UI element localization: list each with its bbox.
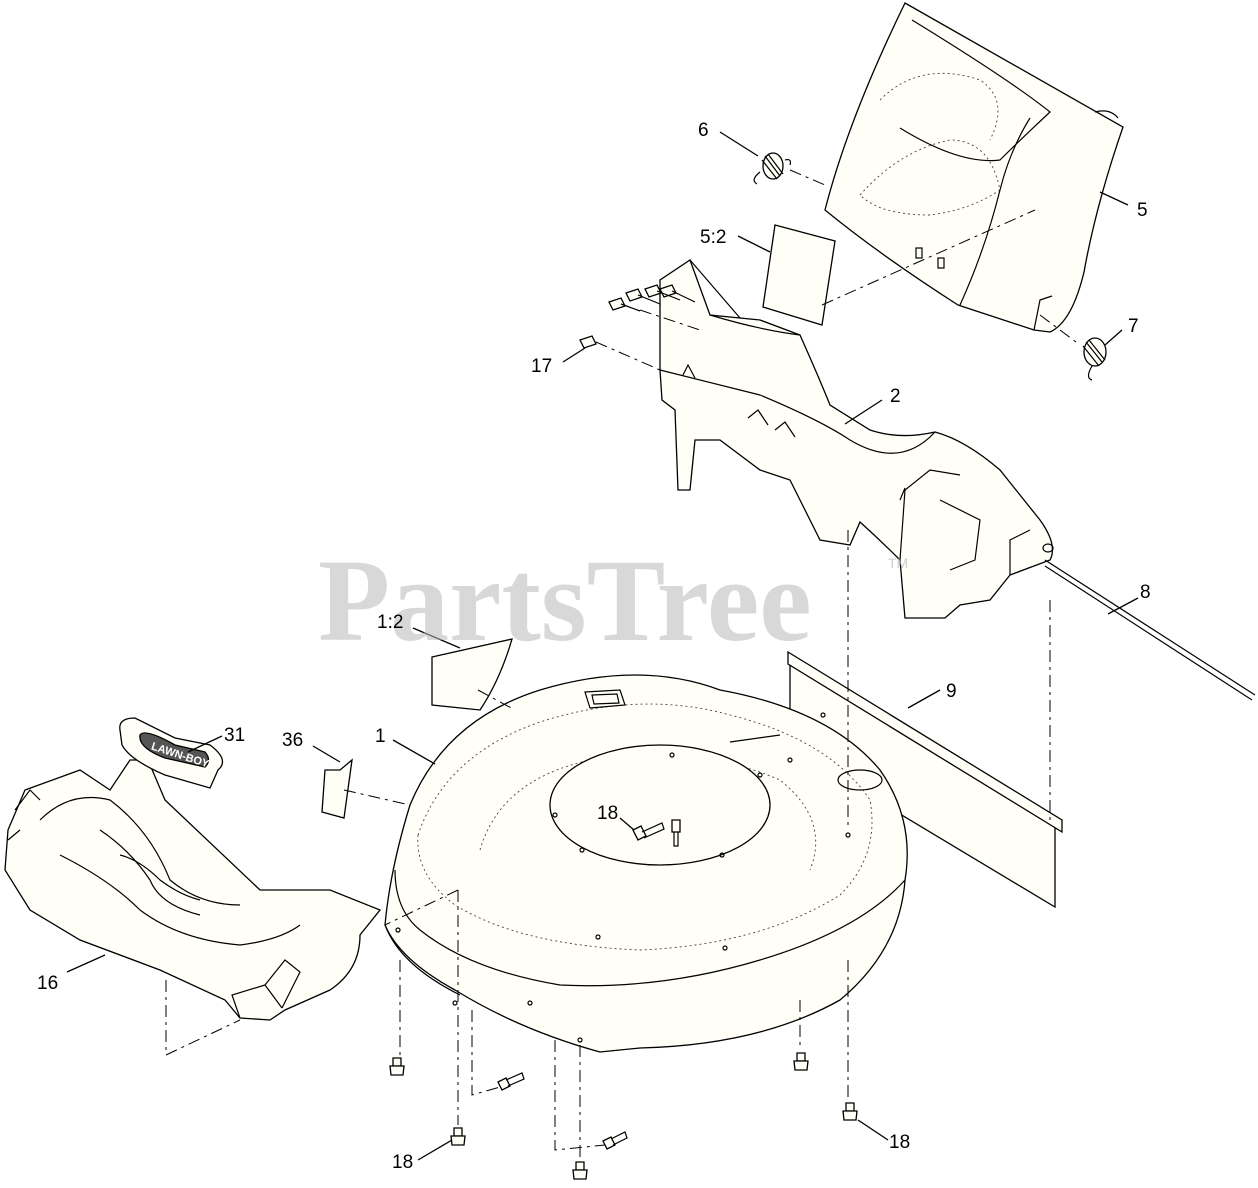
part-7-spring[interactable] [1082, 337, 1107, 381]
callout-1-2: 1:2 [377, 612, 403, 633]
callout-9: 9 [946, 681, 957, 702]
leader-lines [66, 131, 1139, 1161]
screw-18-right[interactable] [793, 1052, 809, 1071]
part-1-2-decal[interactable] [431, 638, 513, 711]
callout-labels: 6 5 5:2 7 17 2 8 1:2 9 31 36 1 18 16 18 … [37, 120, 1151, 1173]
callout-5-2: 5:2 [700, 227, 726, 248]
callout-17: 17 [531, 356, 552, 377]
part-18-screws[interactable] [389, 819, 858, 1180]
callout-16: 16 [37, 973, 58, 994]
part-2-rear-housing[interactable] [659, 259, 1054, 619]
callout-36: 36 [282, 730, 303, 751]
part-5-2-decal[interactable] [762, 224, 836, 326]
part-31-logo-decal[interactable]: LAWN-BOY [119, 717, 224, 789]
screw-18-center-b[interactable] [632, 822, 665, 841]
part-6-spring[interactable] [753, 152, 792, 185]
part-1-mower-deck[interactable] [384, 674, 908, 1053]
callout-7: 7 [1128, 316, 1139, 337]
screw-18-low-right[interactable] [842, 1102, 858, 1121]
callout-18-bottom-right: 18 [889, 1132, 910, 1153]
callout-8: 8 [1140, 582, 1151, 603]
part-8-rod[interactable] [1044, 559, 1256, 701]
screw-18-center-a[interactable] [671, 819, 681, 847]
part-5-rear-door[interactable] [824, 2, 1124, 333]
screw-18-bottom[interactable] [572, 1161, 588, 1180]
part-36-decal[interactable] [321, 758, 353, 819]
screw-18-low-mid[interactable] [602, 1131, 628, 1150]
watermark-text: PartsTree [318, 535, 812, 666]
assembly-lines [165, 169, 1081, 1160]
callout-2: 2 [890, 386, 901, 407]
callout-1: 1 [375, 726, 386, 747]
callout-31: 31 [224, 725, 245, 746]
callout-18-bottom-left: 18 [392, 1152, 413, 1173]
callout-5: 5 [1137, 200, 1148, 221]
screw-18-left[interactable] [389, 1057, 405, 1076]
screw-18-low-left[interactable] [450, 1127, 466, 1146]
callout-6: 6 [698, 120, 709, 141]
part-17-screws[interactable] [579, 284, 696, 349]
watermark-trademark: TM [888, 555, 908, 571]
callout-18-center: 18 [597, 803, 618, 824]
watermark: PartsTree TM [318, 535, 908, 666]
part-9-rear-flap[interactable] [787, 650, 1063, 909]
screw-18-mid[interactable] [497, 1072, 525, 1091]
